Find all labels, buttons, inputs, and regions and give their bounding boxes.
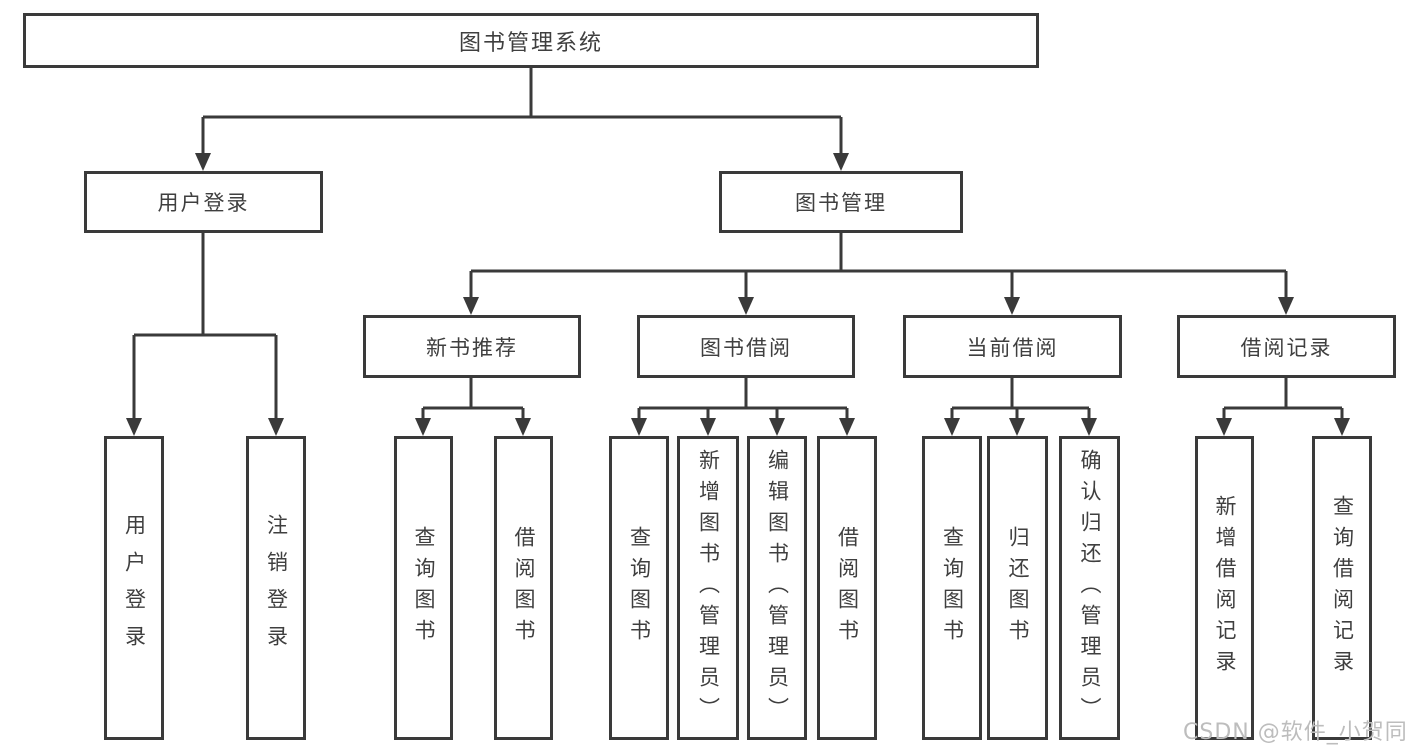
node-borrowing-records: 借阅记录 [1177, 315, 1396, 378]
arrowhead-borrow-record [1278, 297, 1294, 315]
leaf-bb-add-books-admin: 新增图书（管理员） [677, 436, 739, 740]
arrowhead-br-query [1334, 418, 1350, 436]
edge-new-book-rec-children [421, 378, 525, 421]
leaf-br-query-record-label: 查询借阅记录 [1330, 495, 1355, 681]
arrowhead-logout [268, 418, 284, 436]
arrowhead-book-management [833, 153, 849, 171]
arrowhead-bb-query [631, 418, 647, 436]
leaf-cb-return-books-label: 归还图书 [1006, 526, 1030, 650]
arrowhead-current-borrow [1004, 297, 1020, 315]
arrowhead-cb-return [1009, 418, 1025, 436]
arrowhead-new-book-rec [463, 297, 479, 315]
node-root-label: 图书管理系统 [458, 30, 603, 56]
arrowhead-cb-query [944, 418, 960, 436]
leaf-bb-query-books: 查询图书 [609, 436, 669, 740]
leaf-logout: 注销登录 [246, 436, 306, 740]
node-book-borrowing: 图书借阅 [637, 315, 855, 378]
arrowhead-nb-query [415, 418, 431, 436]
node-book-management-label: 图书管理 [795, 191, 887, 215]
arrowhead-bb-borrow [839, 418, 855, 436]
node-borrowing-records-label: 借阅记录 [1240, 335, 1333, 360]
arrowhead-book-borrow [738, 297, 754, 315]
leaf-user-login: 用户登录 [104, 436, 164, 740]
arrowhead-br-add [1216, 418, 1232, 436]
edge-borrow-record-children [1222, 378, 1344, 421]
edge-book-borrow-children [637, 378, 849, 421]
node-new-book-recommend: 新书推荐 [363, 315, 581, 378]
node-current-borrowing-label: 当前借阅 [966, 335, 1059, 360]
leaf-nb-borrow-books-label: 借阅图书 [512, 526, 536, 650]
node-current-borrowing: 当前借阅 [903, 315, 1122, 378]
leaf-bb-borrow-books: 借阅图书 [817, 436, 877, 740]
edge-user-login-children [132, 233, 278, 421]
leaf-nb-borrow-books: 借阅图书 [494, 436, 553, 740]
leaf-cb-query-books-label: 查询图书 [940, 526, 965, 650]
leaf-bb-borrow-books-label: 借阅图书 [835, 526, 860, 650]
node-root-system: 图书管理系统 [23, 13, 1039, 68]
leaf-user-login-label: 用户登录 [122, 514, 147, 662]
arrowhead-cb-confirm [1081, 418, 1097, 436]
edge-root-to-level2 [201, 68, 843, 156]
node-user-login: 用户登录 [84, 171, 323, 233]
leaf-bb-edit-books-admin: 编辑图书（管理员） [747, 436, 807, 740]
leaf-br-add-record: 新增借阅记录 [1195, 436, 1254, 740]
arrowhead-user-login [195, 153, 211, 171]
arrowhead-nb-borrow [515, 418, 531, 436]
node-book-borrowing-label: 图书借阅 [700, 335, 792, 360]
node-book-management: 图书管理 [719, 171, 963, 233]
node-new-book-recommend-label: 新书推荐 [426, 335, 518, 360]
edge-book-management-children [469, 233, 1288, 300]
arrowhead-login [126, 418, 142, 436]
arrowhead-bb-edit [769, 418, 785, 436]
node-user-login-label: 用户登录 [157, 191, 250, 215]
leaf-cb-query-books: 查询图书 [922, 436, 982, 740]
leaf-logout-label: 注销登录 [264, 514, 289, 662]
leaf-nb-query-books-label: 查询图书 [412, 526, 436, 650]
leaf-bb-query-books-label: 查询图书 [627, 526, 652, 650]
edge-current-borrow-children [950, 378, 1091, 421]
leaf-cb-confirm-return-admin-label: 确认归还（管理员） [1078, 448, 1102, 728]
leaf-bb-add-books-admin-label: 新增图书（管理员） [696, 448, 721, 728]
leaf-br-add-record-label: 新增借阅记录 [1213, 495, 1237, 681]
leaf-bb-edit-books-admin-label: 编辑图书（管理员） [765, 448, 790, 728]
leaf-cb-confirm-return-admin: 确认归还（管理员） [1059, 436, 1120, 740]
leaf-nb-query-books: 查询图书 [394, 436, 453, 740]
arrowhead-bb-add [700, 418, 716, 436]
leaf-cb-return-books: 归还图书 [987, 436, 1048, 740]
leaf-br-query-record: 查询借阅记录 [1312, 436, 1372, 740]
csdn-watermark: CSDN @软件_小贺同学 [1183, 720, 1405, 745]
